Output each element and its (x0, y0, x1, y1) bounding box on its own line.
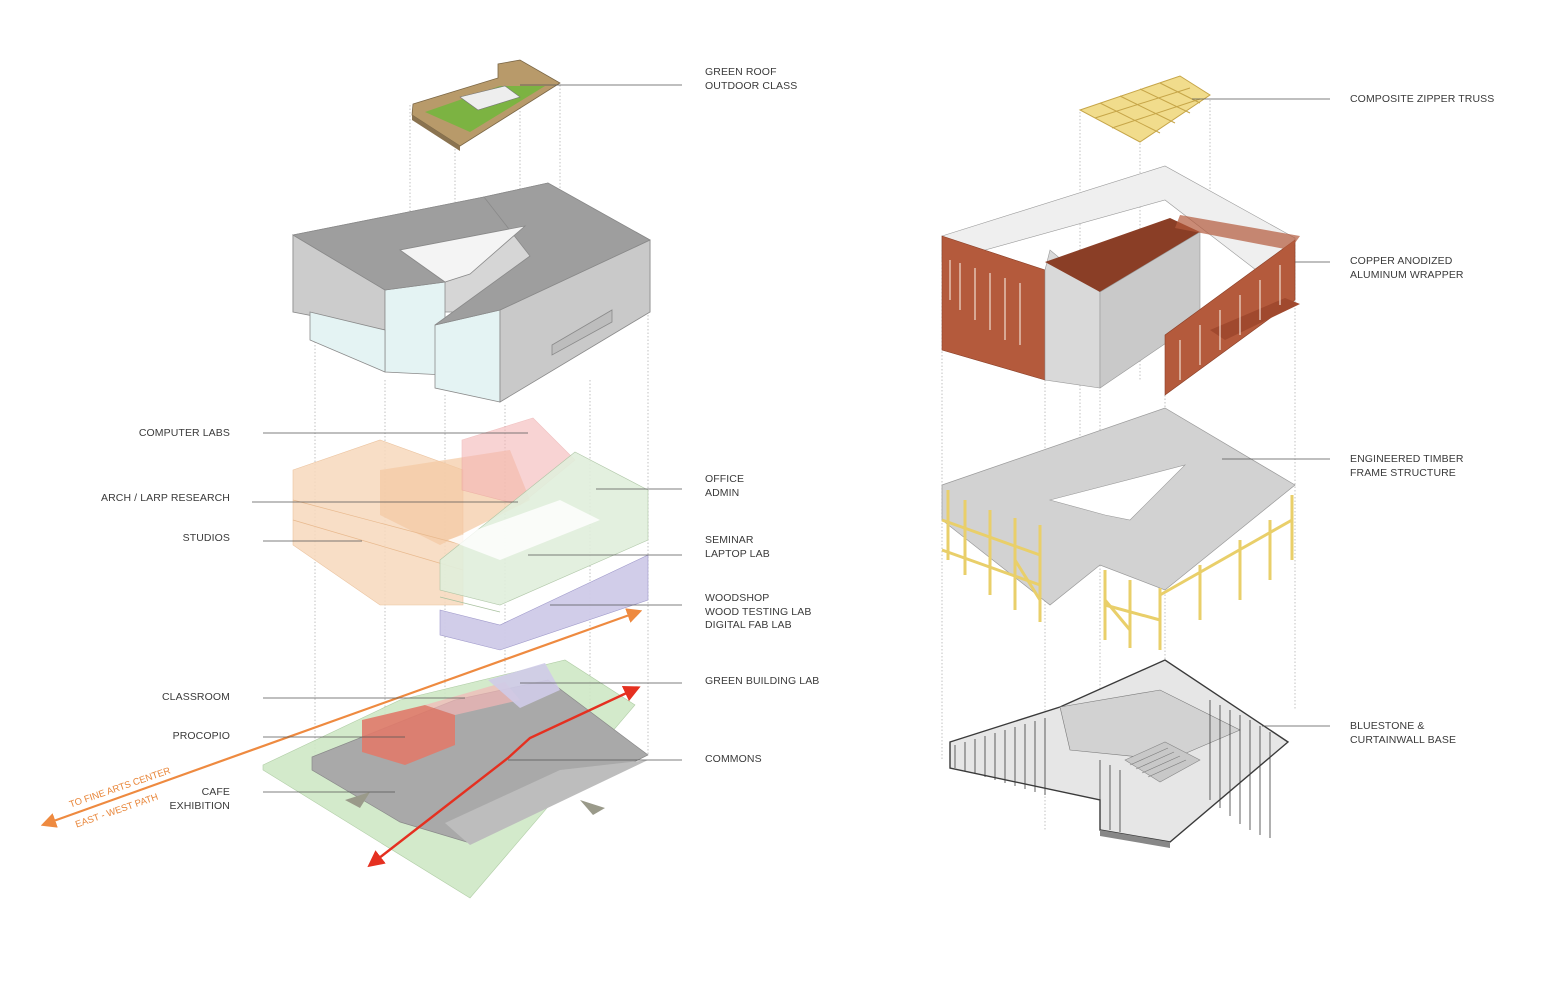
composite-zipper-truss (1078, 75, 1211, 143)
label-studios: STUDIOS (182, 532, 230, 544)
building-massing (291, 182, 651, 403)
label-computer-labs: COMPUTER LABS (138, 427, 230, 439)
curtainwall-base (949, 659, 1290, 848)
label-classroom: CLASSROOM (162, 691, 230, 703)
label-procopio: PROCOPIO (172, 730, 230, 742)
site-ground-plate (262, 659, 649, 899)
east-west-path-arrow (40, 608, 643, 828)
green-roof-layer (411, 59, 561, 151)
label-commons: COMMONS (705, 753, 762, 765)
label-bluestone-base: BLUESTONE &CURTAINWALL BASE (1350, 720, 1457, 746)
leader-lines-left (252, 84, 682, 793)
label-composite-zipper-truss: COMPOSITE ZIPPER TRUSS (1350, 93, 1495, 105)
north-south-path-arrow (367, 685, 641, 868)
label-green-building-lab: GREEN BUILDING LAB (705, 675, 820, 687)
program-office-seminar (439, 451, 649, 613)
timber-frame-structure (941, 407, 1296, 650)
leader-lines-right (1192, 98, 1330, 727)
label-arch-larp-research: ARCH / LARP RESEARCH (100, 492, 230, 504)
copper-wrapper (941, 165, 1300, 396)
